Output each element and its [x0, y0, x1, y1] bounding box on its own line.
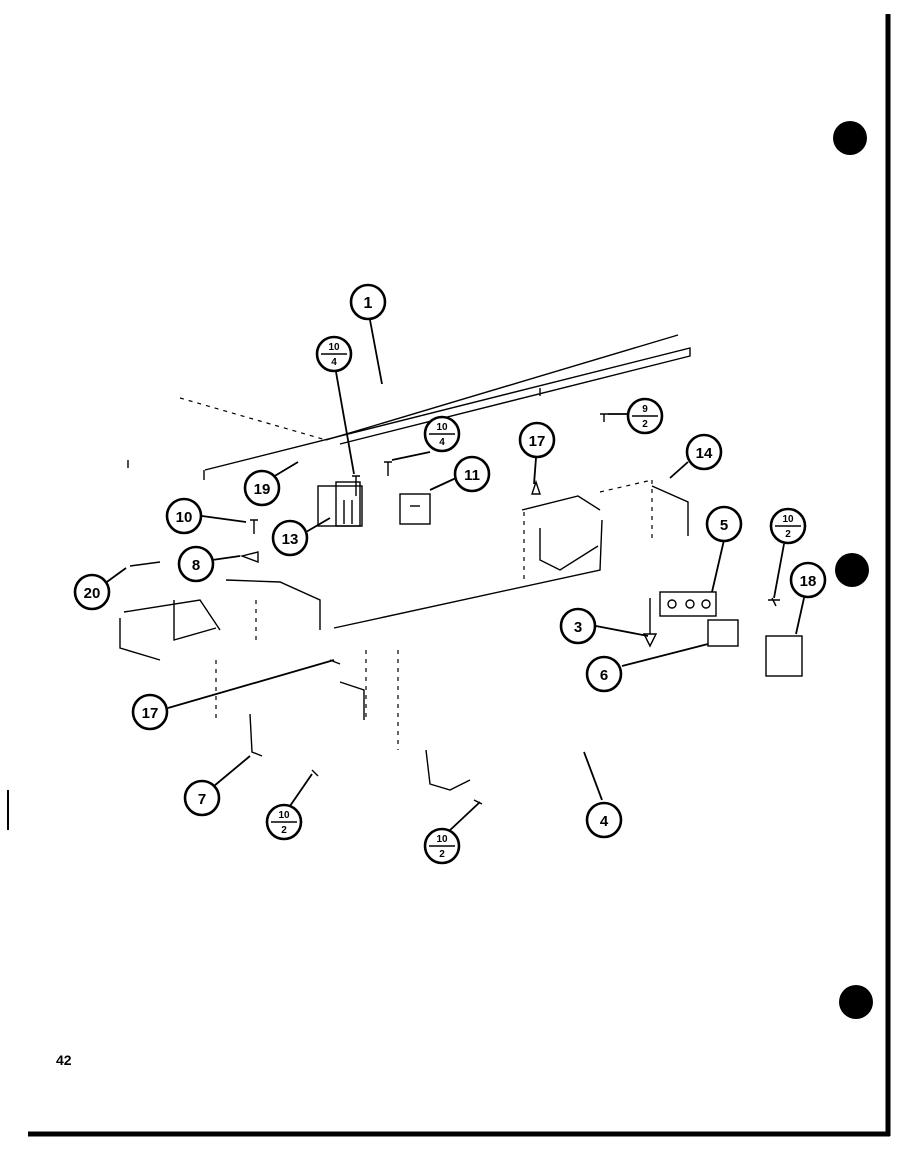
callout-13: 13 [271, 519, 309, 557]
switch-part [399, 493, 431, 525]
page-border [7, 14, 891, 1137]
svg-text:10: 10 [436, 834, 448, 845]
control-box-part [119, 479, 689, 750]
bottom-bracket-part [249, 681, 471, 791]
binder-hole-bottom [839, 985, 873, 1019]
callout-20: 20 [73, 573, 111, 611]
relay-part [317, 481, 363, 527]
svg-text:3: 3 [574, 619, 582, 636]
callout-10-2-a: 10 2 [769, 507, 807, 545]
svg-text:11: 11 [464, 467, 480, 484]
terminal-block-part [659, 591, 803, 677]
callout-10-4-b: 10 4 [423, 415, 461, 453]
svg-text:2: 2 [439, 849, 445, 860]
screws-part [129, 413, 780, 805]
callout-4: 4 [585, 801, 623, 839]
callout-7: 7 [183, 779, 221, 817]
callout-19: 19 [243, 469, 281, 507]
callout-14: 14 [685, 433, 723, 471]
binder-hole-middle [835, 553, 869, 587]
callout-6: 6 [585, 655, 623, 693]
svg-text:5: 5 [720, 517, 728, 534]
callout-1: 1 [349, 283, 387, 321]
callout-10: 10 [165, 497, 203, 535]
control-panel-part [127, 334, 691, 480]
svg-text:1: 1 [364, 295, 373, 312]
svg-text:7: 7 [198, 791, 206, 808]
callout-10-2-c: 10 2 [423, 827, 461, 865]
svg-text:13: 13 [282, 531, 299, 548]
svg-text:9: 9 [642, 404, 648, 415]
callout-18: 18 [789, 561, 827, 599]
svg-text:6: 6 [600, 667, 608, 684]
svg-text:18: 18 [800, 573, 817, 590]
svg-text:10: 10 [782, 514, 794, 525]
svg-text:10: 10 [176, 509, 193, 526]
callout-9-2: 9 2 [626, 397, 664, 435]
page-number: 42 [56, 1052, 72, 1068]
callout-3: 3 [559, 607, 597, 645]
svg-text:4: 4 [331, 357, 337, 368]
callout-11: 11 [453, 455, 491, 493]
svg-text:10: 10 [278, 810, 290, 821]
svg-text:19: 19 [254, 481, 271, 498]
svg-text:20: 20 [84, 585, 101, 602]
callout-5: 5 [705, 505, 743, 543]
svg-text:10: 10 [436, 422, 448, 433]
svg-text:10: 10 [328, 342, 340, 353]
callout-17-b: 17 [131, 693, 169, 731]
svg-text:8: 8 [192, 557, 200, 574]
svg-text:4: 4 [439, 437, 445, 448]
svg-text:2: 2 [785, 529, 791, 540]
callout-10-4-a: 10 4 [315, 335, 353, 373]
callout-10-2-b: 10 2 [265, 803, 303, 841]
callout-17-a: 17 [518, 421, 556, 459]
svg-text:2: 2 [642, 419, 648, 430]
svg-text:17: 17 [529, 433, 546, 450]
callout-8: 8 [177, 545, 215, 583]
svg-text:4: 4 [600, 813, 609, 830]
binder-hole-top [833, 121, 867, 155]
svg-text:14: 14 [696, 445, 713, 462]
svg-text:2: 2 [281, 825, 287, 836]
svg-text:17: 17 [142, 705, 159, 722]
